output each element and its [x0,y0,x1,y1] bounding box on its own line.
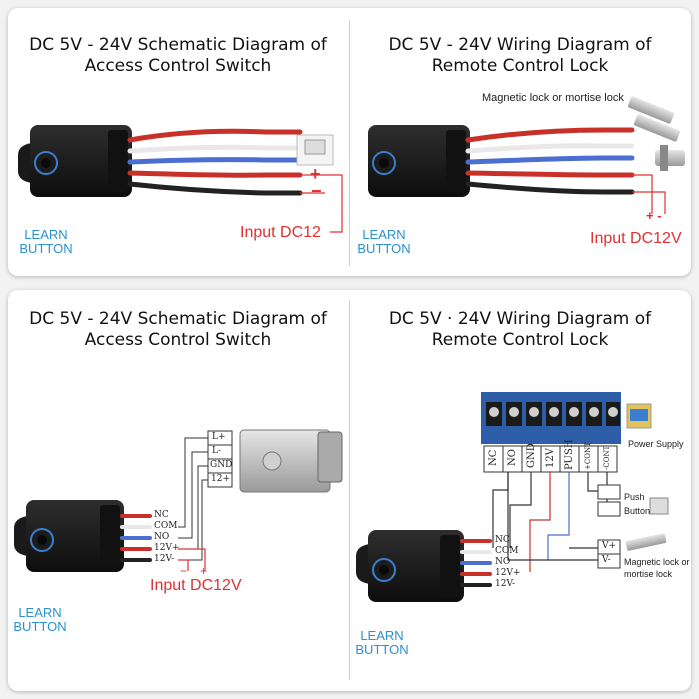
tr-learn-button-label: LEARN BUTTON [357,227,411,256]
tl-title: DC 5V - 24V Schematic Diagram of Access … [29,35,327,76]
br-wire-no: NO [495,557,511,567]
bl-wires [120,514,152,562]
bl-wire-nc: NC [154,510,169,520]
br-terminal-no: NO [507,449,518,466]
bl-wire-no: NO [154,532,170,542]
bl-input-label: Input DC12V [150,577,242,594]
br-wire-12v-plus: 12V+ [495,568,521,578]
br-push-button-image [649,497,669,515]
bl-terminal-block [207,430,233,488]
tl-minus-sign: − [311,181,322,201]
br-lock-label: Magnetic lock or mortise lock [624,557,690,579]
br-lock-image [625,533,667,551]
br-push-button-box [597,484,621,517]
br-connection-lines [492,472,608,572]
br-terminal-board [481,392,621,444]
bl-learn-button-label: LEARN BUTTON [13,605,67,634]
br-v-box [597,539,621,569]
tl-input-label: Input DC12 [240,224,321,241]
tl-wires [127,128,303,196]
tl-learn-button-label: LEARN BUTTON [19,227,73,256]
bl-connection-lines [178,437,208,561]
bl-terminal-lminus: L- [212,446,222,456]
bl-title: DC 5V - 24V Schematic Diagram of Access … [29,309,327,350]
br-terminal-plus-cont: +CONT [584,442,592,470]
tl-plus-sign: + [310,164,321,184]
br-vplus-label: V+ [602,541,617,551]
bl-plus-sign: + [200,564,208,578]
bl-wire-com: COM [154,521,178,531]
br-wire-com: COM [495,546,519,556]
bl-electric-lock [239,429,343,493]
bl-minus-sign: − [180,564,188,578]
tr-title: DC 5V - 24V Wiring Diagram of Remote Con… [388,35,652,76]
br-terminal-gnd: GND [526,443,537,468]
br-terminal-12v: 12V [545,448,556,468]
tr-lock-label: Magnetic lock or mortise lock [482,92,624,104]
br-wire-12v-minus: 12V- [495,579,516,589]
bl-terminal-12plus: 12+ [211,474,230,484]
bottom-divider [349,300,350,680]
br-terminal-labels-box [483,445,618,473]
bl-wire-12v-minus: 12V- [154,554,175,564]
bl-wire-12v-plus: 12V+ [154,543,180,553]
br-terminal-minus-cont: -CONT [603,445,611,470]
br-learn-button-label: LEARN BUTTON [355,628,409,657]
br-push-button-label: Push Button [624,492,651,516]
br-terminal-nc: NC [488,449,499,466]
tr-controller-module [368,125,470,197]
bl-terminal-gnd: GND [210,460,233,470]
br-vminus-label: V- [602,555,611,565]
br-terminal-push: PUSH [564,439,575,470]
tl-controller-module [18,125,132,197]
br-wires [460,539,492,587]
bl-terminal-lplus: L+ [212,432,226,442]
br-power-supply [626,403,652,429]
tr-lock-image [628,96,685,171]
br-controller-module [356,530,464,602]
top-divider [349,20,350,266]
tr-input-label: Input DC12V [590,230,682,247]
tr-plus-minus: + - [646,208,662,223]
tr-wires [465,127,635,195]
bl-controller-module [14,500,124,572]
br-title: DC 5V · 24V Wiring Diagram of Remote Con… [388,309,652,350]
br-power-supply-label: Power Supply [628,439,684,449]
tl-input-line [300,174,343,233]
br-wire-nc: NC [495,535,510,545]
